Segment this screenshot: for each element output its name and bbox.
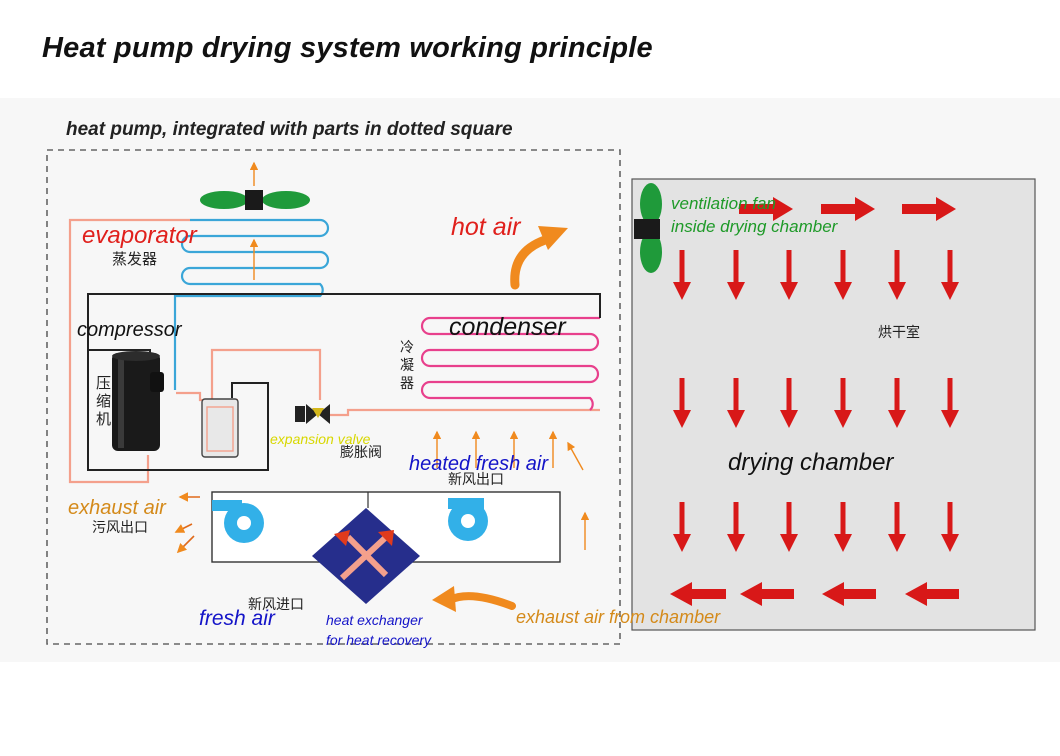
- heat-exchanger-label-2: for heat recovery: [326, 632, 432, 648]
- arrow-down: [888, 378, 906, 428]
- page-title: Heat pump drying system working principl…: [42, 32, 653, 64]
- arrow-down: [834, 250, 852, 300]
- heat-exchanger-icon: [312, 508, 420, 604]
- expansion-valve-label: expansion valve: [270, 431, 371, 447]
- compressor-cn-1: 压: [96, 375, 111, 392]
- fresh-air-label: fresh air: [199, 607, 276, 630]
- drying-chamber-box: [631, 178, 1036, 631]
- compressor-cn-3: 机: [96, 411, 111, 428]
- compressor-cn-2: 缩: [96, 393, 111, 410]
- exhaust-arrows: [174, 492, 200, 554]
- return-air-arrow: [432, 586, 516, 612]
- condenser-label: condenser: [449, 313, 567, 341]
- arrow-left: [740, 582, 794, 606]
- condenser-cn-1: 冷: [400, 339, 414, 355]
- exhaust-air-cn-label: 污风出口: [92, 519, 148, 535]
- receiver-tank: [201, 398, 239, 458]
- ventilation-fan-label-1: ventilation fan: [671, 194, 776, 213]
- receiver-coil: [206, 406, 234, 452]
- condenser-cn-2: 凝: [400, 357, 414, 373]
- arrow-down: [727, 250, 745, 300]
- arrow-down: [780, 502, 798, 552]
- arrow-down: [888, 250, 906, 300]
- exhaust-air-label: exhaust air: [68, 497, 167, 519]
- drying-room-cn-label: 烘干室: [878, 324, 920, 340]
- arrow-left: [670, 582, 726, 606]
- arrow-down: [780, 250, 798, 300]
- evaporator-label: evaporator: [82, 222, 198, 249]
- arrow-down: [727, 502, 745, 552]
- arrow-right: [902, 197, 956, 221]
- compressor-label: compressor: [77, 319, 183, 341]
- arrow-right: [821, 197, 875, 221]
- heat-pump-caption: heat pump, integrated with parts in dott…: [66, 119, 513, 140]
- arrow-down: [834, 502, 852, 552]
- arrow-down: [941, 250, 959, 300]
- expansion-valve-cn-label: 膨胀阀: [340, 444, 382, 460]
- arrow-down: [888, 502, 906, 552]
- condenser-coil: [420, 316, 600, 411]
- condenser-cn-3: 器: [400, 375, 414, 391]
- heat-pump-boundary: [46, 149, 621, 645]
- arrow-down: [673, 378, 691, 428]
- evaporator-cn-label: 蒸发器: [112, 251, 157, 268]
- chamber-airflow-arrows: [670, 197, 959, 606]
- arrow-left: [905, 582, 959, 606]
- hot-air-arrow: [510, 226, 568, 290]
- drying-chamber-label: drying chamber: [728, 449, 894, 476]
- ventilation-fan-label-2: inside drying chamber: [671, 217, 839, 236]
- evaporator-coil: [173, 218, 330, 390]
- exhaust-from-chamber-label: exhaust air from chamber: [516, 607, 721, 627]
- arrow-down: [941, 378, 959, 428]
- heat-exchanger-label-1: heat exchanger: [326, 612, 424, 628]
- arrow-down: [673, 502, 691, 552]
- arrow-down: [834, 378, 852, 428]
- fresh-air-cn-label: 新风进口: [248, 596, 304, 612]
- arrow-down: [673, 250, 691, 300]
- hot-air-label: hot air: [451, 213, 522, 241]
- expansion-valve-icon: [295, 404, 330, 424]
- condenser-airflow-arrows: [432, 430, 590, 550]
- arrow-down: [941, 502, 959, 552]
- heated-fresh-air-cn-label: 新风出口: [448, 471, 504, 487]
- exhaust-blower-icon: [212, 500, 264, 543]
- arrow-down: [780, 378, 798, 428]
- labels: evaporator 蒸发器 hot air compressor 压 缩 机 …: [68, 194, 920, 648]
- evaporator-fan-icon: [200, 190, 310, 210]
- fresh-air-blower-icon: [448, 498, 488, 541]
- compressor-lines: [87, 293, 601, 471]
- arrow-left: [822, 582, 876, 606]
- ventilation-fan-icon: [634, 183, 662, 273]
- arrow-down: [727, 378, 745, 428]
- compressor-unit: [112, 351, 164, 451]
- heated-fresh-air-label: heated fresh air: [409, 453, 549, 475]
- arrow-right: [739, 197, 793, 221]
